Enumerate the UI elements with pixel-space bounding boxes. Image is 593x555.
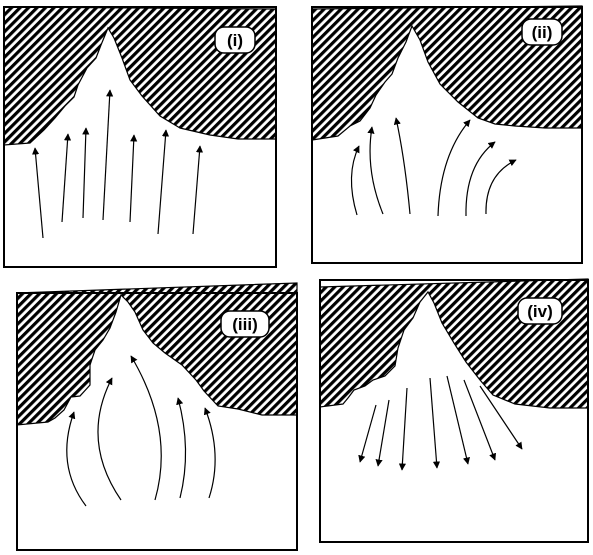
flow-arrow: [378, 400, 389, 466]
flow-arrows: [351, 118, 516, 216]
flow-arrow: [193, 146, 200, 234]
panel-label: (iv): [527, 302, 553, 321]
flow-arrow: [98, 378, 121, 500]
flow-arrow: [402, 388, 407, 470]
flow-arrow: [131, 356, 161, 500]
flow-arrow: [130, 135, 134, 222]
panel-i: (i): [4, 7, 276, 267]
flow-arrow: [430, 378, 437, 468]
panel-iv: (iv): [320, 279, 588, 542]
panel-ii: (ii): [312, 6, 582, 263]
flow-arrow: [447, 376, 468, 464]
flow-arrow: [67, 412, 86, 506]
flow-arrow: [466, 142, 495, 216]
flow-arrow: [360, 405, 376, 462]
flow-arrow: [178, 398, 186, 498]
panel-label: (i): [227, 31, 243, 50]
flow-arrow: [158, 130, 166, 234]
flow-arrow: [486, 160, 516, 214]
flow-arrow: [103, 90, 110, 220]
flow-arrow: [396, 118, 410, 214]
flow-arrow: [438, 120, 470, 216]
flow-arrow: [351, 146, 359, 215]
flow-arrow: [35, 148, 43, 238]
panel-iii: (iii): [17, 283, 297, 550]
panel-label: (iii): [232, 315, 258, 334]
flow-arrow: [370, 127, 383, 214]
solid-region: [17, 283, 297, 425]
flow-arrow: [62, 134, 68, 222]
panel-label: (ii): [532, 23, 553, 42]
flow-arrow: [205, 408, 215, 498]
flow-arrow: [83, 128, 86, 218]
